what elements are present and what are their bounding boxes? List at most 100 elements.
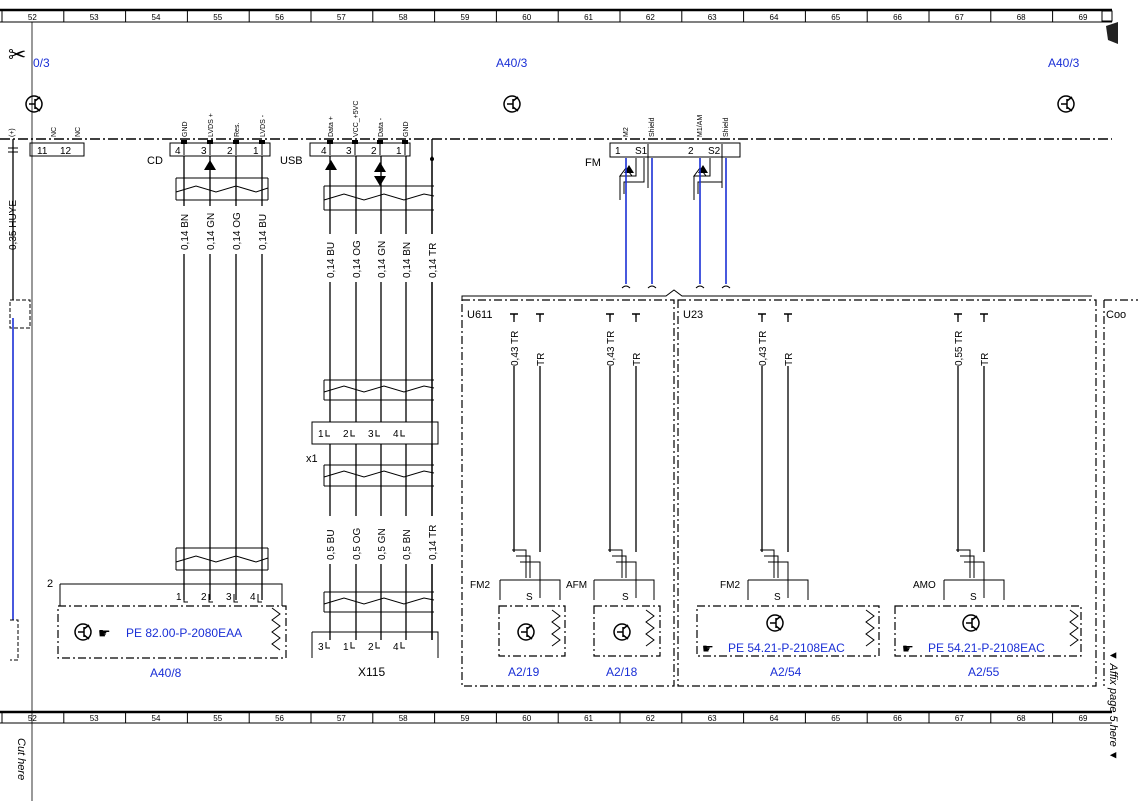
ruler-cell: 68: [1017, 13, 1026, 22]
wire-label: TR: [632, 353, 643, 366]
wire-label: 0,14 TR: [428, 525, 439, 560]
ground-symbol-icon: [517, 623, 535, 641]
x1-label: x1: [306, 453, 318, 465]
pin-number: 4: [175, 146, 181, 157]
wire-label: TR: [784, 353, 795, 366]
ruler-cell: 67: [955, 714, 964, 723]
shield-label: S: [526, 592, 533, 603]
pin-number: 1: [176, 592, 182, 603]
pin-number: S2: [708, 146, 721, 157]
x115-label: X115: [358, 665, 385, 679]
ruler-cell: 66: [893, 714, 902, 723]
pin-number: 2: [343, 429, 349, 440]
ground-symbol-icon: [74, 623, 92, 641]
wire-label: 0,14 OG: [352, 240, 363, 278]
wire-label: 0,43 TR: [758, 331, 769, 366]
pin-label: LVDS +: [208, 113, 215, 137]
module-id: A2/19: [508, 665, 540, 679]
wire-label: 0,14 OG: [232, 212, 243, 250]
ruler-cell: 62: [646, 714, 655, 723]
pin-number: 3: [368, 429, 374, 440]
ruler-cell: 53: [90, 13, 99, 22]
pin-number: 1: [253, 146, 259, 157]
pin-label: Data +: [328, 116, 335, 137]
pin-number: 4: [250, 592, 256, 603]
ground-symbol-icon: [1057, 95, 1075, 113]
pin-label: VCC_+5VC: [353, 101, 360, 137]
ground-symbol-icon: [25, 95, 43, 113]
ruler-cell: 54: [152, 13, 161, 22]
wire-label: 0,43 TR: [510, 331, 521, 366]
usb-connector: USB Data + 4 VCC_+5VC 3 Data - 2 GND 1 0,14 BU 0…: [280, 101, 439, 679]
module-id: A2/18: [606, 665, 638, 679]
pin-label: GND: [403, 121, 410, 137]
ruler-cell: 56: [275, 714, 284, 723]
pe-reference-link[interactable]: PE 54.21-P-2108EAC: [728, 641, 845, 655]
pin-label: Data -: [378, 117, 385, 137]
wire-label: 0,14 BN: [180, 214, 191, 250]
ruler-cell: 59: [461, 13, 470, 22]
cut-line: ✂ Cut here: [8, 22, 33, 801]
wire-label: TR: [536, 353, 547, 366]
fm-connector: FM M2 Shield M1/AM Shield 1 S1 2 S2: [461, 115, 1092, 300]
coo-module: Coo: [1103, 299, 1138, 686]
usb-label: USB: [280, 155, 303, 167]
pin-number: 1: [396, 146, 402, 157]
wire-label: 0,43 TR: [606, 331, 617, 366]
pin-number: 4: [393, 642, 399, 653]
module-label: U611: [467, 309, 492, 321]
fm2-label: FM2: [720, 580, 740, 591]
ref-right: A40/3: [1048, 56, 1080, 70]
wire-label: 0,14 TR: [428, 243, 439, 278]
box-number: 2: [47, 578, 53, 590]
pointing-hand-icon: ☛: [702, 641, 714, 656]
ruler-cell: 65: [831, 714, 840, 723]
pin-number: 11: [37, 146, 48, 157]
ruler-cell: 57: [337, 13, 346, 22]
pin-label: M2: [623, 127, 630, 137]
ground-symbol-icon: [766, 614, 784, 632]
pointing-hand-icon: ☛: [98, 625, 111, 641]
pin-number: 4: [321, 146, 327, 157]
scissors-icon: ✂: [8, 42, 26, 67]
pin-label: (+): [9, 128, 16, 137]
module-label: U23: [683, 309, 703, 321]
wire-label: 0,5 OG: [352, 528, 363, 560]
ruler-cell: 63: [708, 714, 717, 723]
pe-reference-link[interactable]: PE 54.21-P-2108EAC: [928, 641, 1045, 655]
wire-label: 0,5 GN: [377, 528, 388, 560]
module-label: Coo: [1106, 309, 1126, 321]
wire-label: 0,14 BU: [326, 242, 337, 278]
fm-label: FM: [585, 157, 601, 169]
ruler-cell: 65: [831, 13, 840, 22]
ruler-cell: 64: [770, 13, 779, 22]
left-connector: (+) NC NC 11 12 0,35 HUYE: [8, 127, 85, 661]
ref-mid: A40/3: [496, 56, 528, 70]
ruler-cell: 58: [399, 13, 408, 22]
ground-symbol-icon: [503, 95, 521, 113]
ruler-cell: 66: [893, 13, 902, 22]
ruler-cell: 63: [708, 13, 717, 22]
pin-number: 4: [393, 429, 399, 440]
affix-label: ▼ Affix page 5 here ▼: [1107, 650, 1119, 761]
ruler-cell: 54: [152, 714, 161, 723]
pin-number: 1: [318, 429, 324, 440]
module-id: A2/54: [770, 665, 802, 679]
ruler-cell: 68: [1017, 714, 1026, 723]
ref-left: 0/3: [33, 56, 50, 70]
ruler-cell: 57: [337, 714, 346, 723]
pin-label: M1/AM: [697, 115, 704, 137]
wire-label: TR: [980, 353, 991, 366]
pin-number: 1: [615, 146, 621, 157]
amo-label: AMO: [913, 580, 936, 591]
wire-label: 0,55 TR: [954, 331, 965, 366]
wire-label: 0,5 BN: [402, 529, 413, 560]
ruler-cell: 55: [213, 714, 222, 723]
pin-label: Shield: [723, 117, 730, 137]
module-id: A40/8: [150, 666, 182, 680]
pin-number: 3: [318, 642, 324, 653]
pe-reference-link[interactable]: PE 82.00-P-2080EAA: [126, 626, 242, 640]
